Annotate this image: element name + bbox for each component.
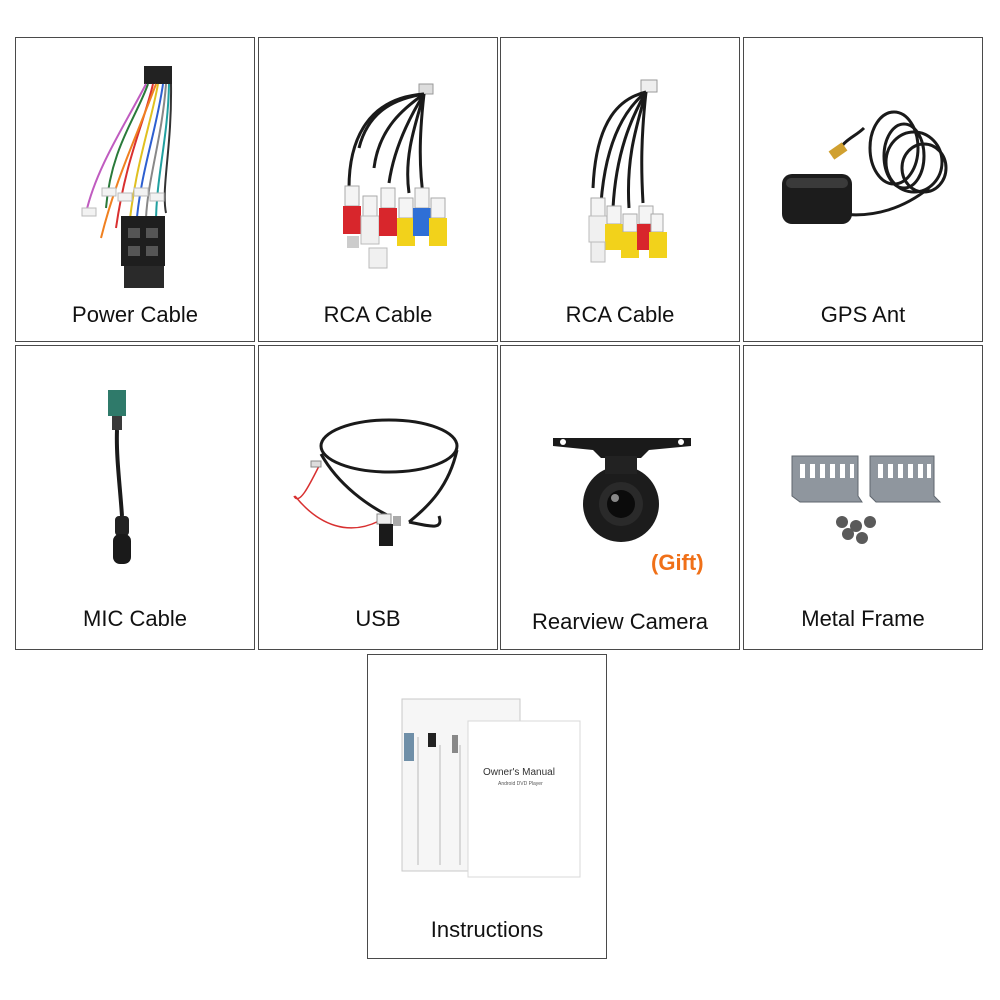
product-card-usb: USB xyxy=(258,345,498,650)
item-label: Rearview Camera xyxy=(531,609,709,634)
rearview-camera-icon xyxy=(553,438,691,542)
product-card-gps-ant: GPS Ant xyxy=(743,37,983,342)
product-card-metal-frame: Metal Frame xyxy=(743,345,983,650)
product-card-power-cable: Power Cable xyxy=(15,37,255,342)
product-card-rearview-camera: (Gift) Rearview Camera xyxy=(500,345,740,650)
product-card-instructions: Owner's Manual Android DVD Player Instru… xyxy=(367,654,607,959)
rca-cable-icon xyxy=(343,83,447,269)
rca-cable-icon xyxy=(588,79,667,263)
product-card-rca-cable-2: RCA Cable xyxy=(500,37,740,342)
item-label: Power Cable xyxy=(72,302,198,327)
manual-title: Owner's Manual xyxy=(483,767,555,778)
product-card-mic-cable: MIC Cable xyxy=(15,345,255,650)
item-label: USB xyxy=(355,606,401,631)
item-label: RCA Cable xyxy=(323,302,433,327)
manual-subtitle: Android DVD Player xyxy=(498,781,543,787)
gps-antenna-icon xyxy=(782,110,948,224)
item-label: MIC Cable xyxy=(83,606,187,631)
gift-badge: (Gift) xyxy=(651,550,704,575)
usb-cable-icon xyxy=(293,418,459,546)
power-cable-icon xyxy=(81,66,173,288)
instructions-manual-icon xyxy=(401,698,581,878)
product-card-rca-cable: RCA Cable xyxy=(258,37,498,342)
item-label: Metal Frame xyxy=(801,606,925,631)
item-label: RCA Cable xyxy=(565,302,675,327)
metal-frame-icon xyxy=(791,455,942,544)
item-label: GPS Ant xyxy=(820,302,906,327)
item-label: Instructions xyxy=(430,917,544,942)
mic-cable-icon xyxy=(108,390,131,564)
